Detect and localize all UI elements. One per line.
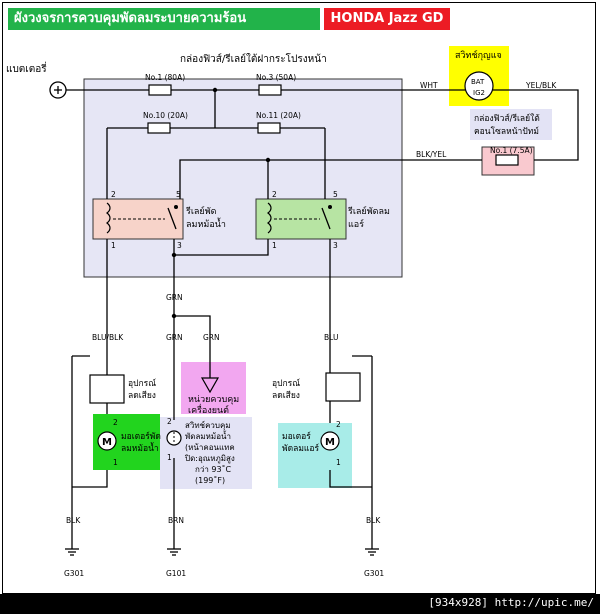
ground-left-label: G301 <box>64 569 84 578</box>
wire-blk-yel: BLK/YEL <box>416 150 447 159</box>
ground-right-symbol <box>365 540 379 556</box>
fuse-no3 <box>258 84 282 96</box>
temp-switch-label-line6: (199˚F) <box>195 475 225 485</box>
wire-blk-right: BLK <box>366 516 381 525</box>
image-host-footer-text: [934x928] http://upic.me/ <box>428 596 594 609</box>
ground-right-label: G301 <box>364 569 384 578</box>
rad-motor-label-line1: มอเตอร์พัด <box>121 431 161 442</box>
wire-junctions <box>171 87 271 319</box>
fuse-no10-label: No.10 (20A) <box>143 111 188 120</box>
temp-switch-label-line2: พัดลมหม้อน้ำ <box>185 430 231 441</box>
ecm-label-line1: หน่วยควบคุม <box>188 395 239 405</box>
ac-motor-label-line1: มอเตอร์ <box>282 431 311 442</box>
ground-center-symbol <box>167 540 181 556</box>
thermo-switch-symbol <box>166 430 182 446</box>
ac-fan-motor-symbol <box>320 431 340 451</box>
diagram-frame <box>2 2 596 594</box>
fuse-no1-label: No.1 (80A) <box>145 73 185 82</box>
wire-grn-ecm: GRN <box>203 333 220 342</box>
rad-relay-pin-3: 3 <box>177 241 182 250</box>
wire-color-labels: WHT YEL/BLK BLK/YEL GRN GRN GRN BLU/BLK … <box>66 81 557 525</box>
ground-symbols <box>65 540 379 556</box>
ac-relay-label-line2: แอร์ <box>348 218 364 230</box>
temp-switch-pin-2: 2 <box>167 417 172 426</box>
image-host-footer: [934x928] http://upic.me/ <box>0 594 600 614</box>
rad-motor-pin-2: 2 <box>113 418 118 427</box>
underhood-fuse-box <box>83 78 403 278</box>
ignition-switch-symbol <box>464 71 494 101</box>
wire-yel-blk: YEL/BLK <box>525 81 557 90</box>
noise-resistor-right <box>325 372 361 402</box>
ac-motor-label-line2: พัดลมแอร์ <box>282 443 320 454</box>
dash-fuse-box-panel <box>470 109 552 140</box>
battery-label: แบตเตอรี่ <box>6 61 47 75</box>
ac-relay-pin-1: 1 <box>272 241 277 250</box>
wire-brn: BRN <box>168 516 184 525</box>
fuse-dash-no1-label: No.1 (7.5A) <box>490 146 533 155</box>
temp-switch-label-line4: ปิด:อุณหภูมิสูง <box>184 454 235 464</box>
radiator-fan-motor-symbol <box>97 431 117 451</box>
ac-relay-label-line1: รีเลย์พัดลม <box>348 205 390 217</box>
ecm-triangle-symbol <box>200 377 220 394</box>
resistor-right-label-line1: อุปกรณ์ <box>272 378 300 389</box>
rad-relay-pin-1: 1 <box>111 241 116 250</box>
battery-symbol <box>49 81 67 99</box>
fuse-box-label: กล่องฟิวส์/รีเลย์ใต้ฝากระโปรงหน้า <box>180 52 327 65</box>
wire-blu-blk: BLU/BLK <box>92 333 124 342</box>
cooling-fan-circuit-diagram: แบตเตอรี่ กล่องฟิวส์/รีเลย์ใต้ฝากระโปรงห… <box>6 46 579 578</box>
fuse-symbols <box>147 84 519 166</box>
temp-switch-label-line1: สวิทช์ควบคุม <box>185 420 231 430</box>
wire-wht: WHT <box>420 81 438 90</box>
ignition-ig2-label: IG2 <box>473 89 485 97</box>
wire-grn-lower: GRN <box>166 333 183 342</box>
temp-switch-label-line5: กว่า 93˚C <box>195 464 232 474</box>
ac-motor-pin-2: 2 <box>336 420 341 429</box>
fuse-no11-label: No.11 (20A) <box>256 111 301 120</box>
ac-relay-pin-3: 3 <box>333 241 338 250</box>
rad-motor-pin-1: 1 <box>113 458 118 467</box>
fuse-no11 <box>257 122 281 134</box>
wire-grn-upper: GRN <box>166 293 183 302</box>
ac-fan-relay <box>267 202 332 234</box>
resistor-left-label-line1: อุปกรณ์ <box>128 378 156 389</box>
temp-switch-label-line3: (หน้าคอนแทค <box>185 443 235 452</box>
rad-relay-pin-5: 5 <box>176 190 181 199</box>
fuse-no1 <box>148 84 172 96</box>
radiator-motor-m: M <box>102 437 112 448</box>
temp-switch-panel <box>160 417 252 489</box>
dash-fuse-box-label-line2: คอนโซลหน้าปัทม์ <box>474 126 539 137</box>
rad-motor-label-line2: ลมหม้อน้ำ <box>121 442 159 454</box>
resistor-left-label-line2: ลดเสียง <box>128 390 156 401</box>
ac-relay-pin-2: 2 <box>272 190 277 199</box>
fuse-dash-no1 <box>495 154 519 166</box>
diagram-title-model: HONDA Jazz GD <box>324 8 450 30</box>
wire-blk-left: BLK <box>66 516 81 525</box>
ignition-switch-label: สวิทช์กุญแจ <box>455 49 502 61</box>
wire-blu: BLU <box>324 333 338 342</box>
radiator-fan-relay <box>106 202 178 234</box>
rad-relay-pin-2: 2 <box>111 190 116 199</box>
radiator-relay-label-line2: ลมหม้อน้ำ <box>186 217 226 230</box>
fuse-no3-label: No.3 (50A) <box>256 73 296 82</box>
noise-resistor-left <box>89 374 125 404</box>
fuse-no10 <box>147 122 171 134</box>
ac-motor-m: M <box>325 437 335 448</box>
ecm-panel <box>181 362 246 414</box>
relay-pin-numbers: 2 5 1 3 2 5 1 3 <box>111 190 338 250</box>
ac-fan-motor-panel <box>278 423 352 488</box>
diagram-title-thai: ผังวงจรการควบคุมพัดลมระบายความร้อน <box>8 8 320 30</box>
ground-left-symbol <box>65 540 79 556</box>
ecm-label-line2: เครื่องยนต์ <box>188 403 229 416</box>
radiator-relay-label-line1: รีเลย์พัด <box>186 205 217 217</box>
resistor-right-label-line2: ลดเสียง <box>272 390 300 401</box>
ignition-bat-label: BAT <box>471 78 485 86</box>
dash-fuse-box-label-line1: กล่องฟิวส์/รีเลย์ใต้ <box>474 113 540 124</box>
ac-motor-pin-1: 1 <box>336 458 341 467</box>
ground-center-label: G101 <box>166 569 186 578</box>
ac-relay-pin-5: 5 <box>333 190 338 199</box>
temp-switch-pin-1: 1 <box>167 453 172 462</box>
